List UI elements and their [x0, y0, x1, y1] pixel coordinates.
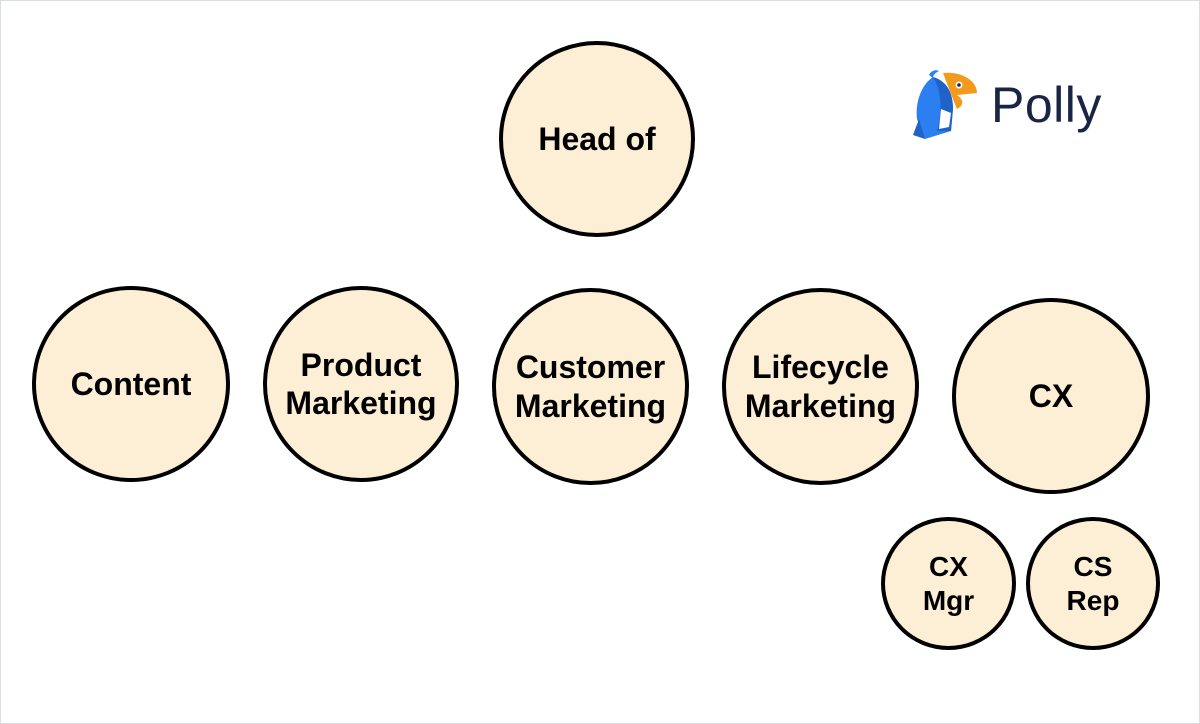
- node-cx-mgr: CX Mgr: [881, 517, 1016, 650]
- node-cs-rep: CS Rep: [1026, 517, 1160, 650]
- node-label-product-marketing: Product Marketing: [285, 346, 437, 421]
- node-product-marketing: Product Marketing: [263, 286, 459, 482]
- node-head-of: Head of: [499, 41, 695, 237]
- node-label-cx: CX: [1028, 377, 1074, 414]
- node-customer-marketing: Customer Marketing: [492, 288, 689, 485]
- node-cx: CX: [952, 298, 1150, 494]
- logo-wordmark: Polly: [991, 77, 1102, 133]
- node-label-head-of: Head of: [538, 120, 656, 157]
- node-label-content: Content: [70, 365, 192, 402]
- node-lifecycle-marketing: Lifecycle Marketing: [722, 288, 919, 485]
- node-label-cx-mgr: CX Mgr: [922, 550, 975, 616]
- node-label-customer-marketing: Customer Marketing: [514, 349, 667, 424]
- node-label-lifecycle-marketing: Lifecycle Marketing: [744, 349, 897, 424]
- parrot-icon: [913, 70, 977, 139]
- node-label-cs-rep: CS Rep: [1066, 550, 1120, 616]
- polly-logo: Polly: [911, 69, 1102, 141]
- node-content: Content: [32, 286, 230, 482]
